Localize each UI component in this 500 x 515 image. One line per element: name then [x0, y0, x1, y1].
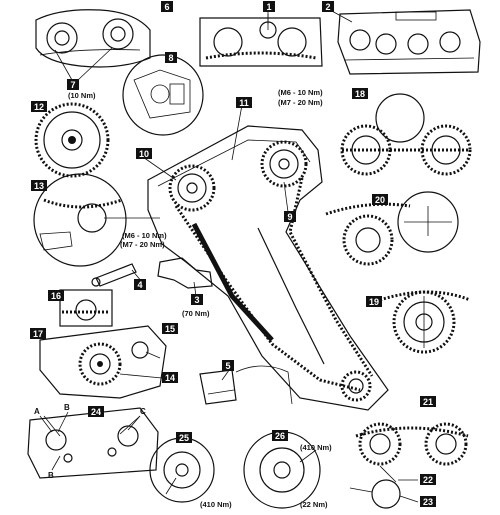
callout-17: 17	[30, 328, 46, 339]
callout-5: 5	[222, 360, 234, 371]
svg-text:17: 17	[33, 329, 43, 339]
svg-text:7: 7	[70, 80, 75, 90]
torque-label-13-m7: (M7 - 20 Nm)	[120, 240, 165, 249]
svg-text:10: 10	[139, 149, 149, 159]
callout-11: 11	[236, 97, 252, 108]
marker-letter-b-bottom: B	[48, 471, 54, 480]
panel-8-circular-detail	[122, 54, 204, 136]
svg-text:19: 19	[369, 297, 379, 307]
panel-6-camshaft-sprockets	[35, 9, 151, 81]
svg-text:2: 2	[325, 2, 330, 12]
panel-25-crank-pulley	[149, 437, 215, 503]
panel-16-17-crank-assembly	[39, 289, 167, 399]
torque-label-9-m6: (M6 - 10 Nm)	[278, 88, 323, 97]
callout-1: 1	[263, 1, 275, 12]
panel-4-tensioner-bolt	[91, 263, 137, 287]
svg-text:6: 6	[164, 2, 169, 12]
panel-3-guide-bracket	[157, 257, 213, 289]
leader-lines	[39, 9, 419, 503]
callout-23: 23	[420, 496, 436, 507]
svg-text:15: 15	[165, 324, 175, 334]
panel-12-sprocket	[34, 102, 110, 178]
callout-13: 13	[31, 180, 47, 191]
callout-7: 7	[67, 79, 79, 90]
callout-8: 8	[165, 52, 177, 63]
svg-text:22: 22	[423, 475, 433, 485]
svg-text:21: 21	[423, 397, 433, 407]
callout-18: 18	[352, 88, 368, 99]
callout-2: 2	[322, 1, 334, 12]
svg-text:13: 13	[34, 181, 44, 191]
svg-text:3: 3	[194, 295, 199, 305]
svg-text:20: 20	[375, 195, 385, 205]
callout-24: 24	[88, 406, 104, 417]
panel-18-twin-sprockets	[340, 93, 472, 176]
marker-letter-a: A	[34, 407, 40, 416]
marker-letter-c: C	[140, 407, 146, 416]
callout-19: 19	[366, 296, 382, 307]
svg-text:16: 16	[51, 291, 61, 301]
torque-label-25: (410 Nm)	[200, 500, 232, 509]
panel-5-special-tool	[199, 365, 293, 405]
svg-text:9: 9	[287, 212, 292, 222]
callout-16: 16	[48, 290, 64, 301]
svg-text:23: 23	[423, 497, 433, 507]
panel-21-23-balance-shaft	[349, 422, 469, 509]
panel-24-timing-cover	[27, 407, 159, 479]
svg-text:25: 25	[179, 433, 189, 443]
engine-timing-case	[147, 125, 389, 411]
callout-15: 15	[162, 323, 178, 334]
callout-4: 4	[134, 279, 146, 290]
svg-text:11: 11	[239, 98, 249, 108]
callout-9: 9	[284, 211, 296, 222]
callout-26: 26	[272, 430, 288, 441]
torque-label-13-m6: (M6 - 10 Nm)	[122, 231, 167, 240]
torque-label-26-lower: (22 Nm)	[300, 500, 328, 509]
panel-1-upper-chain-guide	[199, 14, 323, 67]
panel-13-tensioner-detail	[33, 173, 160, 267]
svg-text:8: 8	[168, 53, 173, 63]
svg-text:26: 26	[275, 431, 285, 441]
callout-22: 22	[420, 474, 436, 485]
callout-25: 25	[176, 432, 192, 443]
callout-21: 21	[420, 396, 436, 407]
svg-text:18: 18	[355, 89, 365, 99]
svg-text:24: 24	[91, 407, 101, 417]
panel-20-sprocket-inset	[325, 191, 459, 266]
panel-19-sprocket	[379, 290, 471, 354]
panel-2-cylinder-head	[337, 9, 481, 75]
callout-20: 20	[372, 194, 388, 205]
callout-10: 10	[136, 148, 152, 159]
svg-text:14: 14	[165, 373, 175, 383]
callout-14: 14	[162, 372, 178, 383]
svg-text:5: 5	[225, 361, 230, 371]
svg-text:12: 12	[34, 102, 44, 112]
torque-label-3: (70 Nm)	[182, 309, 210, 318]
marker-letter-b-top: B	[64, 403, 70, 412]
callout-6: 6	[161, 1, 173, 12]
torque-label-26-upper: (410 Nm)	[300, 443, 332, 452]
torque-label-7: (10 Nm)	[68, 91, 96, 100]
svg-text:1: 1	[266, 2, 271, 12]
callout-12: 12	[31, 101, 47, 112]
torque-label-9-m7: (M7 - 20 Nm)	[278, 98, 323, 107]
callout-3: 3	[191, 294, 203, 305]
svg-text:4: 4	[137, 280, 142, 290]
